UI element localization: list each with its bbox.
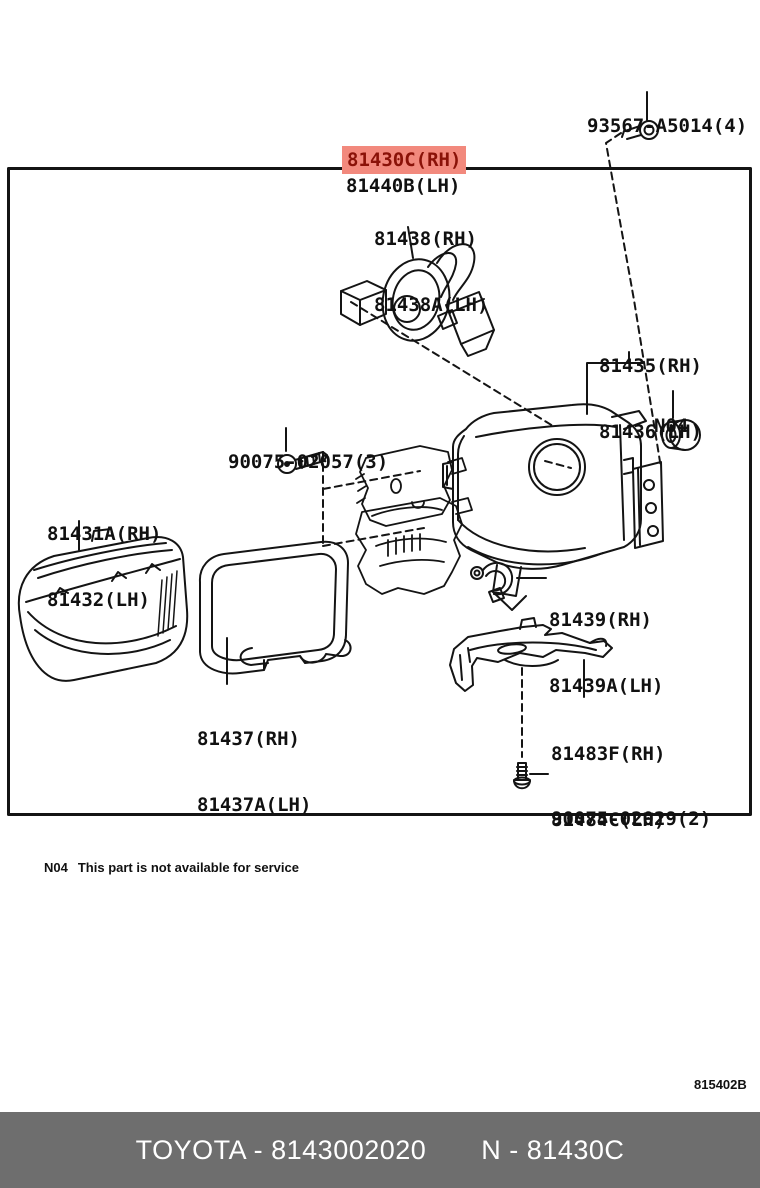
screw-02029-drawing [513, 762, 531, 790]
part-number[interactable]: 90075-02057(3) [228, 451, 389, 473]
gasket-drawing [198, 540, 352, 675]
lens-drawing [17, 528, 189, 682]
part-number-lh[interactable]: 81439A(LH) [549, 675, 664, 697]
label-assembly-lh[interactable]: 81440B(LH) [346, 131, 460, 241]
diagram-ref-code: 815402B [694, 1077, 747, 1092]
bulb-socket-drawing [340, 243, 495, 357]
part-number-rh[interactable]: 81439(RH) [549, 609, 652, 631]
footer-bar: TOYOTA - 8143002020 N - 81430C [0, 1112, 760, 1188]
label-lens[interactable]: 81431A(RH) 81432(LH) [47, 479, 161, 655]
label-screw-housing[interactable]: 90075-02057(3) [228, 407, 388, 517]
screw-02057-drawing [277, 451, 328, 474]
part-number[interactable]: 93567-A5014(4) [587, 115, 748, 137]
label-n04-flag[interactable]: N04 [654, 371, 700, 481]
part-number-lh[interactable]: 81438A(LH) [374, 294, 489, 316]
footer-part-code: N - 81430C [481, 1135, 625, 1165]
part-number-rh[interactable]: 81431A(RH) [47, 523, 162, 545]
label-bulb-socket[interactable]: 81438(RH) 81438A(LH) [374, 184, 488, 360]
label-housing[interactable]: 81435(RH) 81436(LH) [599, 311, 702, 487]
flag-code[interactable]: N04 [654, 415, 689, 437]
grommet-drawing [661, 419, 701, 451]
part-number-rh[interactable]: 81438(RH) [374, 228, 477, 250]
label-screw-bracket[interactable]: 90075-02029(2) [551, 764, 711, 874]
part-number-lh[interactable]: 81432(LH) [47, 589, 150, 611]
label-fastener-93567[interactable]: 93567-A5014(4) [587, 71, 747, 181]
label-assembly-rh-highlighted[interactable]: 81430C(RH) [342, 102, 467, 218]
leader-lines [78, 91, 674, 775]
screw-93567-drawing [621, 120, 659, 140]
label-gasket[interactable]: 81437(RH) 81437A(LH) [197, 684, 311, 860]
part-number[interactable]: 90075-02029(2) [551, 808, 712, 830]
lower-bracket-drawing [449, 617, 613, 692]
part-number-lh[interactable]: 81484C(LH) [551, 809, 666, 831]
part-number-rh[interactable]: 81435(RH) [599, 355, 702, 377]
part-number-lh[interactable]: 81437A(LH) [197, 794, 312, 816]
housing-drawing [442, 403, 664, 611]
part-number-lh[interactable]: 81436(LH) [599, 421, 702, 443]
note-text: This part is not available for service [77, 860, 299, 875]
note-code: N04 [44, 860, 68, 875]
label-lower-bracket[interactable]: 81483F(RH) 81484C(LH) [551, 699, 665, 875]
part-number[interactable]: 81440B(LH) [346, 175, 461, 197]
clip-drawing [470, 561, 514, 603]
highlighted-part-number[interactable]: 81430C(RH) [342, 146, 467, 174]
mounting-bracket-drawing [355, 445, 473, 595]
footer-brand-part: TOYOTA - 8143002020 [135, 1135, 427, 1165]
label-clip[interactable]: 81439(RH) 81439A(LH) [549, 565, 663, 741]
part-number-rh[interactable]: 81437(RH) [197, 728, 300, 750]
part-number-rh[interactable]: 81483F(RH) [551, 743, 666, 765]
service-note: N04 This part is not available for servic… [44, 860, 299, 876]
